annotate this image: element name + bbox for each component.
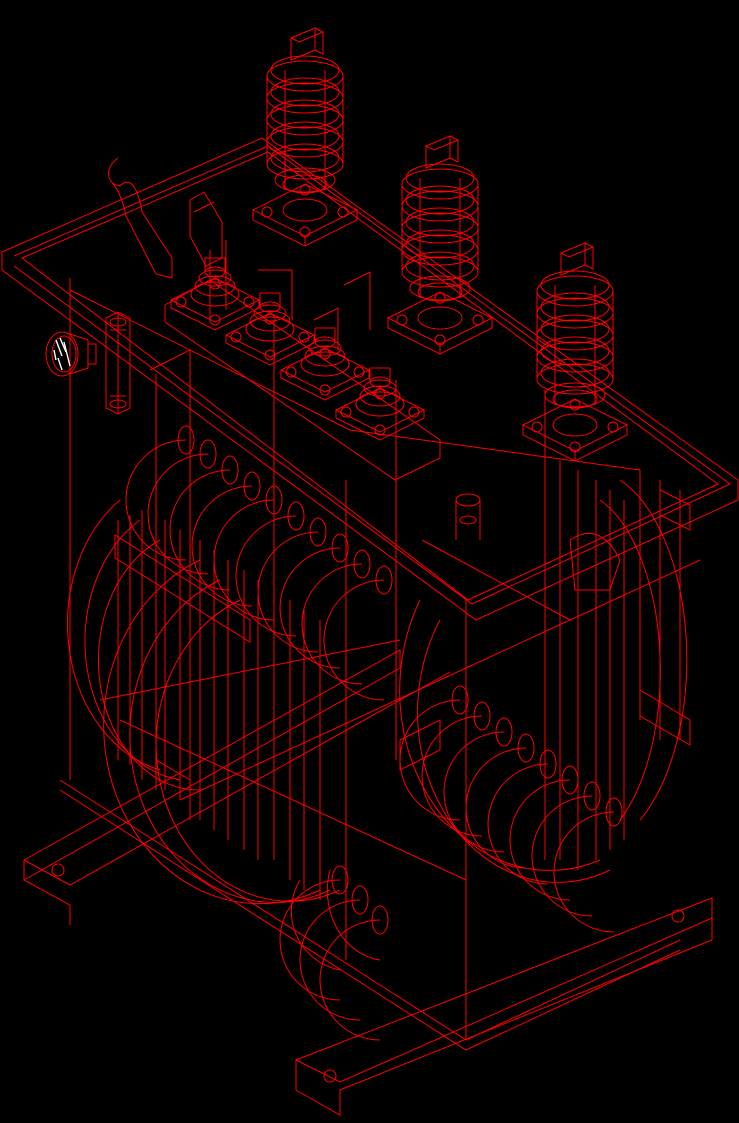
radiator-fins-left bbox=[68, 425, 393, 1041]
radiator-fins-right bbox=[400, 460, 690, 933]
frame-lines bbox=[70, 290, 700, 880]
lv-bushings bbox=[165, 240, 440, 480]
hv-bushing-2 bbox=[387, 135, 493, 355]
tank-cover bbox=[2, 138, 738, 620]
hv-bushing-1 bbox=[252, 27, 358, 247]
hv-bushing-3 bbox=[522, 242, 628, 462]
base-channels bbox=[24, 650, 712, 1115]
lifting-hooks bbox=[108, 158, 222, 278]
gauge-needles bbox=[54, 338, 70, 370]
oil-level-indicator bbox=[106, 312, 130, 414]
tank-body bbox=[60, 278, 680, 1050]
pressure-gauge bbox=[46, 332, 96, 376]
